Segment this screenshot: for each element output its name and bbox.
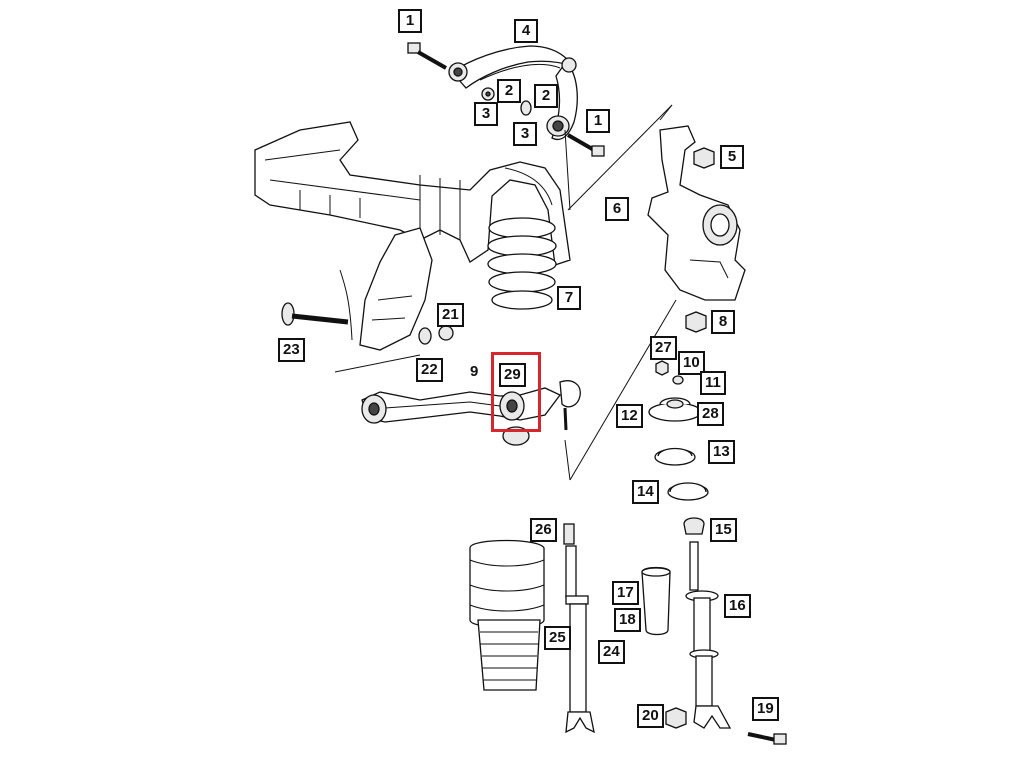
callout-26-fitting[interactable]: 26 <box>530 518 557 542</box>
nut-20 <box>665 707 687 729</box>
callout-16-strut[interactable]: 16 <box>724 594 751 618</box>
callout-29-bushing[interactable]: 29 <box>499 363 526 387</box>
washer-nut-21-22 <box>334 325 454 373</box>
callout-28-mount-part[interactable]: 28 <box>697 402 724 426</box>
nut-8 <box>685 311 707 333</box>
callout-2-washer-b[interactable]: 2 <box>534 84 558 108</box>
callout-12-mount[interactable]: 12 <box>616 404 643 428</box>
bolt-1-upper <box>407 42 447 70</box>
steering-knuckle <box>647 125 746 301</box>
shock-absorber-24 <box>563 523 595 734</box>
callout-1-upper-bolt[interactable]: 1 <box>398 9 422 33</box>
nut-5 <box>693 147 715 169</box>
callout-19-bolt[interactable]: 19 <box>752 697 779 721</box>
leader-lines <box>564 104 677 481</box>
callout-9-lower-control-arm[interactable]: 9 <box>470 363 479 380</box>
strut-mount-stack <box>648 360 709 501</box>
callout-13-isolator[interactable]: 13 <box>708 440 735 464</box>
callout-7-coil-spring[interactable]: 7 <box>557 286 581 310</box>
coil-spring <box>487 217 557 310</box>
callout-5-nut[interactable]: 5 <box>720 145 744 169</box>
bolt-23 <box>281 302 349 326</box>
callout-27-nut[interactable]: 27 <box>650 336 677 360</box>
lower-control-arm <box>361 380 581 446</box>
bolt-1-lower <box>567 133 605 157</box>
callout-21-nut[interactable]: 21 <box>437 303 464 327</box>
washers-2-3 <box>481 87 532 116</box>
callout-11-washer[interactable]: 11 <box>700 371 726 395</box>
callout-10-nut[interactable]: 10 <box>678 351 705 375</box>
frame <box>254 121 571 351</box>
callout-24-shock[interactable]: 24 <box>598 640 625 664</box>
callout-8-nut[interactable]: 8 <box>711 310 735 334</box>
callout-2-washer-a[interactable]: 2 <box>497 79 521 103</box>
callout-25-air-spring[interactable]: 25 <box>544 626 571 650</box>
callout-3-nut-b[interactable]: 3 <box>513 122 537 146</box>
callout-23-bolt[interactable]: 23 <box>278 338 305 362</box>
bolt-19 <box>747 732 787 745</box>
jounce-bumper <box>641 566 671 636</box>
callout-3-nut-a[interactable]: 3 <box>474 102 498 126</box>
callout-22-washer[interactable]: 22 <box>416 358 443 382</box>
callout-6-knuckle[interactable]: 6 <box>605 197 629 221</box>
strut-16 <box>683 517 732 729</box>
callout-14-isolator[interactable]: 14 <box>632 480 659 504</box>
callout-15-cap[interactable]: 15 <box>710 518 737 542</box>
callout-18-boot[interactable]: 18 <box>614 608 641 632</box>
callout-17-bumper[interactable]: 17 <box>612 581 639 605</box>
air-spring <box>469 539 545 691</box>
callout-20-nut[interactable]: 20 <box>637 704 664 728</box>
upper-control-arm <box>448 45 578 141</box>
callout-4-upper-control-arm[interactable]: 4 <box>514 19 538 43</box>
callout-1-lower-bolt[interactable]: 1 <box>586 109 610 133</box>
